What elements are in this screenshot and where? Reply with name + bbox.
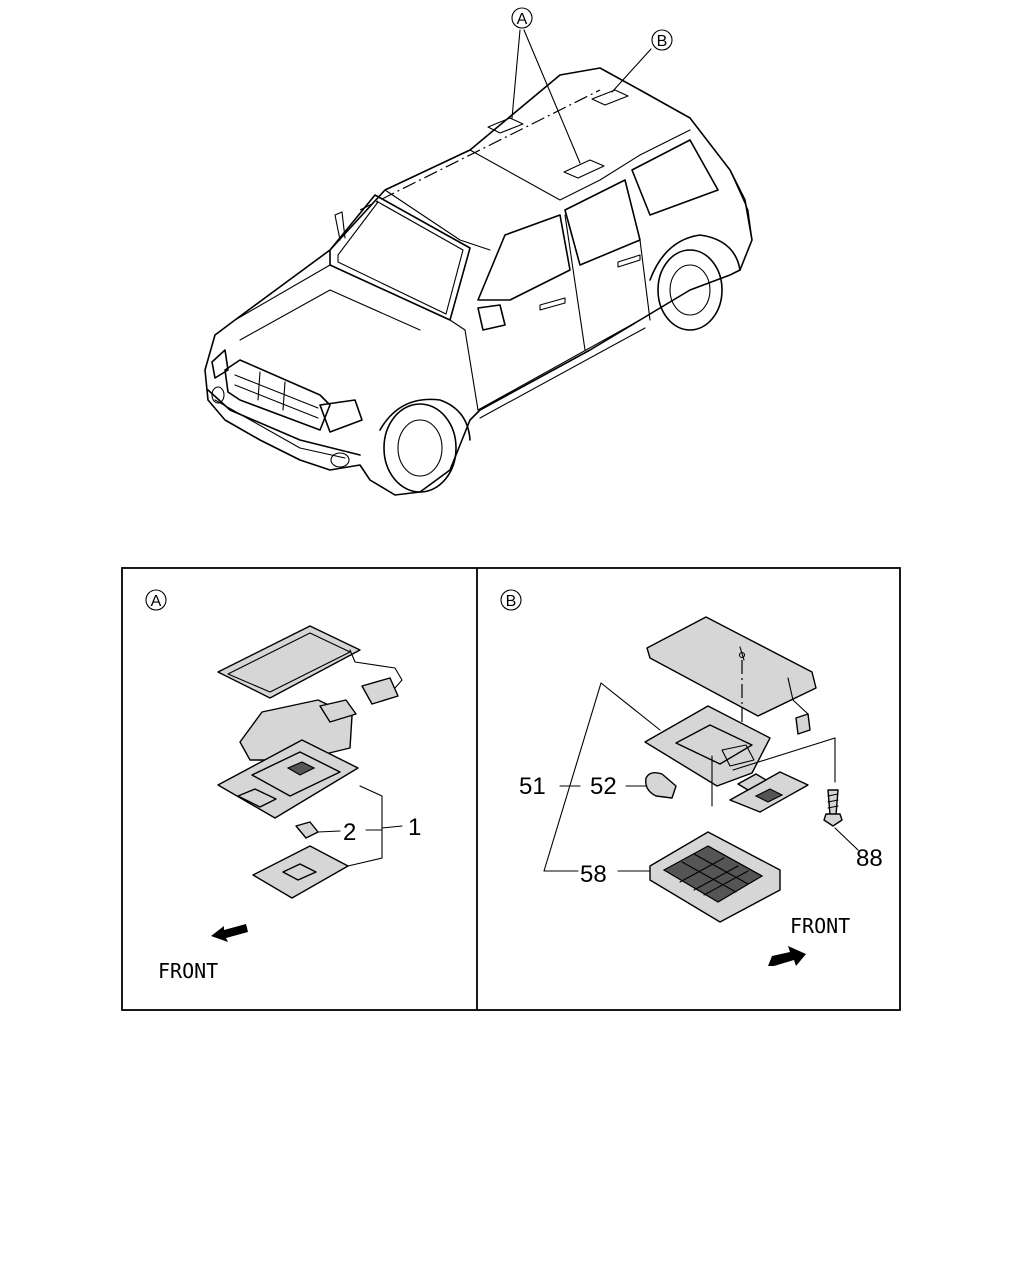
panel-a-letter: A (151, 593, 162, 610)
panel-b-letter-badge: B (500, 589, 522, 611)
roof-bracket-a (217, 625, 361, 699)
panel-a: A 2 1 FRONT (145, 589, 421, 983)
part-number-58: 58 (580, 861, 607, 888)
front-arrow-a-icon (211, 924, 248, 942)
vehicle-callout-b: B (651, 29, 673, 51)
connector-a (361, 677, 399, 705)
panel-a-letter-badge: A (145, 589, 167, 611)
part-number-52: 52 (590, 773, 617, 800)
part-number-2: 2 (343, 819, 356, 846)
bulb-b (645, 771, 677, 799)
lamp-housing-a (239, 699, 353, 761)
vehicle-callout-b-label: B (657, 33, 668, 50)
panel-b: B (500, 589, 883, 966)
bulb-a (295, 821, 319, 839)
part-number-1: 1 (408, 814, 421, 841)
front-arrow-b-icon (768, 946, 806, 966)
roof-panel-b (646, 616, 817, 717)
vehicle-callout-a: A (511, 7, 533, 29)
front-label-b: FRONT (790, 914, 850, 938)
part-number-88: 88 (856, 845, 883, 872)
vehicle-illustration (204, 29, 753, 496)
panel-b-letter: B (506, 593, 517, 610)
vehicle-callout-a-label: A (517, 11, 528, 28)
front-label-a: FRONT (158, 959, 218, 983)
connector-b (795, 713, 811, 735)
part-number-51: 51 (519, 773, 546, 800)
detail-frame (121, 567, 901, 1011)
